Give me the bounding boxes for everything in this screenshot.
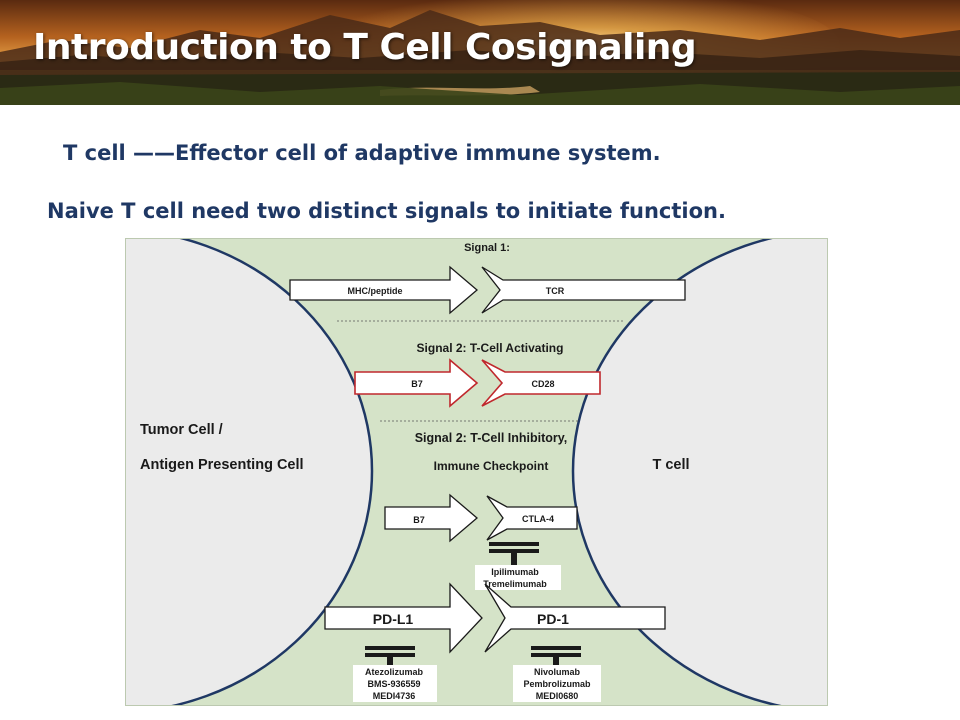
pd-1-drug: Nivolumab bbox=[534, 667, 581, 677]
cosignaling-diagram: Signal 1: MHC/peptide TCR Signal 2: T-Ce… bbox=[125, 238, 828, 706]
ctla4-blocker-icon bbox=[489, 542, 539, 565]
pd-1-drug: Pembrolizumab bbox=[523, 679, 591, 689]
t-cell-label: T cell bbox=[652, 457, 689, 473]
pd-1-blocker-icon bbox=[531, 646, 581, 667]
ctla4-drug: Ipilimumab bbox=[491, 567, 539, 577]
immune-checkpoint-heading: Immune Checkpoint bbox=[434, 459, 549, 473]
ctla4-label: CTLA-4 bbox=[522, 514, 554, 524]
signal1-heading: Signal 1: bbox=[464, 242, 510, 254]
pd-l1-drug: BMS-936559 bbox=[367, 679, 420, 689]
tcr-label: TCR bbox=[546, 286, 565, 296]
drug-box bbox=[353, 689, 437, 702]
drug-box bbox=[475, 565, 561, 578]
pd-l1-blocker-icon bbox=[365, 646, 415, 667]
b7-activating-arrow bbox=[354, 358, 479, 408]
t-cell-shape bbox=[571, 238, 828, 706]
signal2-activating-heading: Signal 2: T-Cell Activating bbox=[417, 341, 564, 355]
pd-1-label: PD-1 bbox=[537, 611, 569, 627]
signal2-inhibitory-heading: Signal 2: T-Cell Inhibitory, bbox=[415, 431, 568, 445]
b7-activating-label: B7 bbox=[411, 379, 423, 389]
drug-box bbox=[353, 677, 437, 690]
pd-1-arrow bbox=[484, 583, 666, 653]
ctla4-arrow bbox=[486, 495, 578, 541]
ctla4-drug: Tremelimumab bbox=[483, 579, 547, 589]
drug-box bbox=[513, 665, 601, 678]
sunset-landscape-image bbox=[0, 0, 960, 105]
title-banner bbox=[0, 0, 960, 105]
b7-inhibitory-label: B7 bbox=[413, 515, 425, 525]
b7-inhibitory-arrow bbox=[384, 493, 479, 543]
tcr-arrow bbox=[481, 266, 686, 314]
drug-box bbox=[353, 665, 437, 678]
t-cell-definition: T cell ——Effector cell of adaptive immun… bbox=[63, 141, 661, 165]
cd28-arrow bbox=[481, 359, 601, 407]
drug-box bbox=[513, 689, 601, 702]
pd-l1-drug: Atezolizumab bbox=[365, 667, 424, 677]
tumor-cell-shape bbox=[125, 238, 374, 706]
pd-l1-label: PD-L1 bbox=[373, 611, 414, 627]
pd-1-drug: MEDI0680 bbox=[536, 691, 579, 701]
tumor-cell-label: Tumor Cell / bbox=[140, 422, 223, 438]
two-signals-statement: Naive T cell need two distinct signals t… bbox=[47, 199, 726, 223]
mhc-peptide-label: MHC/peptide bbox=[348, 286, 403, 296]
cd28-label: CD28 bbox=[531, 379, 554, 389]
slide-title: Introduction to T Cell Cosignaling bbox=[33, 27, 697, 68]
antigen-presenting-cell-label: Antigen Presenting Cell bbox=[140, 457, 304, 473]
mhc-peptide-arrow bbox=[289, 265, 479, 315]
drug-box bbox=[513, 677, 601, 690]
pd-l1-drug: MEDI4736 bbox=[373, 691, 416, 701]
drug-box bbox=[475, 577, 561, 590]
pd-l1-arrow bbox=[324, 582, 483, 654]
